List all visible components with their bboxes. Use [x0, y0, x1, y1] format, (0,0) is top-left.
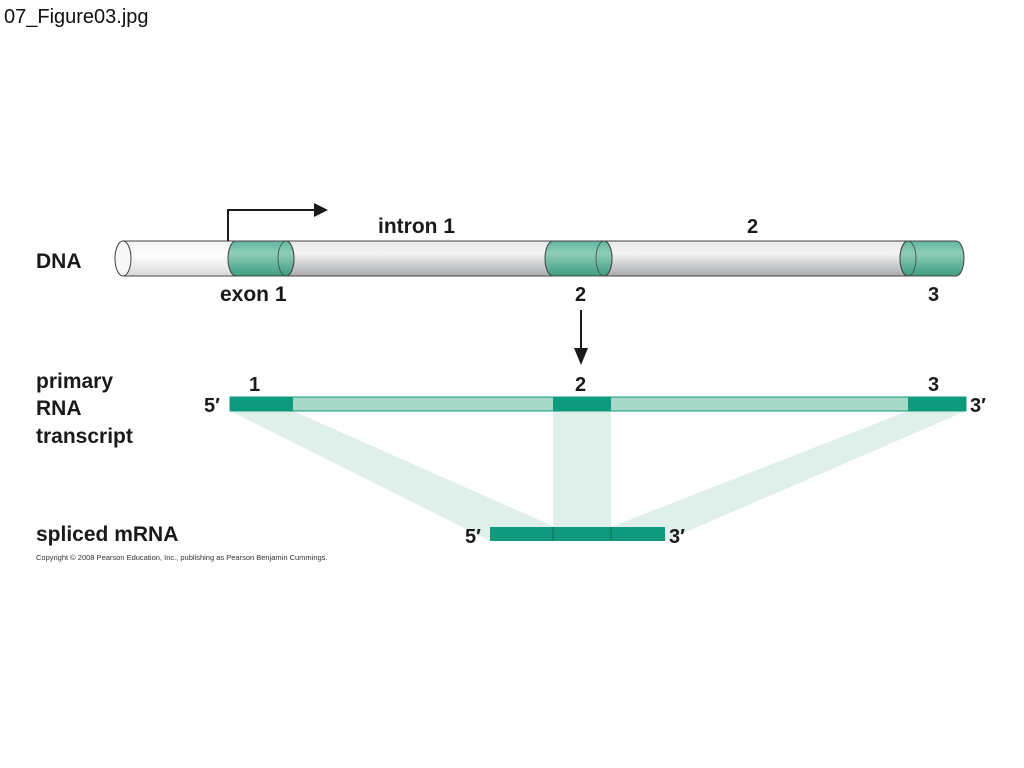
primary-transcript-label-line1: primary [36, 370, 113, 393]
transcript-exon-1 [230, 397, 293, 411]
transcript-exon-3-label: 3 [928, 374, 939, 396]
intron-1-label: intron 1 [378, 215, 455, 238]
exon-1-projection [230, 411, 555, 541]
transcript-exon-2 [553, 397, 611, 411]
transcription-down-arrow [574, 310, 588, 365]
dna-cylinder [114, 240, 965, 277]
transcript-exon-3 [908, 397, 966, 411]
transcription-start-arrow [227, 203, 328, 241]
transcript-three-prime-label: 3′ [970, 395, 986, 417]
transcript-exon-2-label: 2 [575, 374, 586, 396]
primary-transcript-label-line2: RNA [36, 397, 82, 420]
intron-2-label: 2 [747, 216, 758, 238]
spliced-mrna-bar [490, 527, 665, 541]
primary-transcript-bar [229, 396, 967, 412]
dna-exon-3 [899, 240, 965, 277]
spliced-mrna-label: spliced mRNA [36, 523, 178, 546]
transcript-five-prime-label: 5′ [204, 395, 220, 417]
exon-2-projection [553, 411, 611, 527]
file-title: 07_Figure03.jpg [4, 6, 149, 28]
mrna-three-prime-label: 3′ [669, 526, 685, 548]
exon-1-label: exon 1 [220, 283, 287, 306]
dna-exon-3-label: 3 [928, 284, 939, 306]
mrna-five-prime-label: 5′ [465, 526, 481, 548]
dna-exon-2 [544, 240, 613, 277]
dna-exon-2-label: 2 [575, 284, 586, 306]
copyright-notice: Copyright © 2008 Pearson Education, Inc.… [36, 553, 328, 562]
dna-label: DNA [36, 250, 82, 273]
exon-3-projection [611, 411, 966, 541]
transcript-exon-1-label: 1 [249, 374, 260, 396]
primary-transcript-label-line3: transcript [36, 425, 133, 448]
dna-exon-1 [227, 240, 295, 277]
